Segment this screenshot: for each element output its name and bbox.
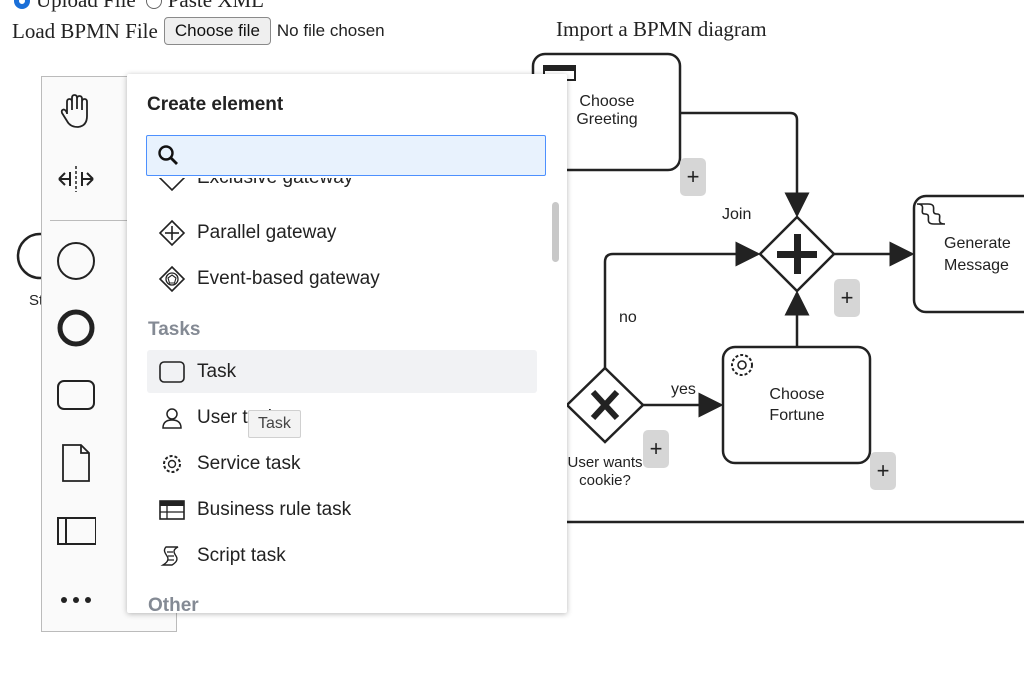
group-heading-tasks: Tasks [148,319,201,340]
import-diagram-title: Import a BPMN diagram [556,17,767,41]
entry-label: Business rule task [197,498,352,520]
choose-fortune-label-2: Fortune [769,407,825,424]
entry-service-task[interactable]: Service task [147,442,537,485]
parallel-marker-icon [777,234,817,274]
entry-label: Script task [197,544,286,566]
entry-script-task[interactable]: Script task [147,534,537,577]
append-button-gateway[interactable]: + [643,430,669,468]
input-mode-radios: Upload File Paste XML [14,0,264,13]
hand-tool-icon[interactable] [56,91,96,131]
entry-label: Parallel gateway [197,221,337,243]
entry-label: Task [197,360,237,382]
entry-business-rule-task[interactable]: Business rule task [147,488,537,531]
entry-event-based-gateway[interactable]: Event-based gateway [147,257,537,300]
append-button-join[interactable]: + [834,279,860,317]
start-event-label: St [29,292,44,309]
append-button-greeting[interactable]: + [680,158,706,196]
radio-upload-indicator[interactable] [14,0,30,9]
service-marker-icon [731,354,753,376]
generate-message-label-2: Message [944,257,1009,274]
task-tooltip: Task [248,410,301,438]
event-based-gateway-icon [147,265,197,293]
group-heading-other: Other [148,595,199,613]
join-label: Join [722,206,752,223]
business-rule-task-icon [147,499,197,521]
start-event-shape[interactable] [0,220,45,310]
entry-label: Event-based gateway [197,267,380,289]
task-icon [147,360,197,384]
radio-paste-xml[interactable]: Paste XML [145,0,264,13]
start-event-icon[interactable] [56,241,96,281]
parallel-gateway-icon [147,219,197,247]
search-input[interactable] [187,142,531,170]
popup-scrollbar[interactable] [552,202,559,262]
load-file-row: Load BPMN File Choose file No file chose… [12,17,385,45]
choose-file-button[interactable]: Choose file [163,17,271,45]
radio-paste-label: Paste XML [167,0,264,12]
space-tool-icon[interactable] [56,159,96,199]
append-button-fortune[interactable]: + [870,452,896,490]
popup-title: Create element [147,94,284,115]
exclusive-gateway-icon [147,178,197,192]
flow-greeting-to-join [680,111,810,218]
file-status-text: No file chosen [276,21,385,40]
entry-exclusive-gateway[interactable]: Exclusive gateway [147,178,537,199]
search-box[interactable] [146,135,546,176]
pool-icon[interactable] [56,511,96,551]
more-tools-icon[interactable] [56,580,96,620]
search-icon [157,144,179,171]
user-task-icon [147,406,197,430]
cookie-label-1: User wants [567,454,643,471]
entry-label: Service task [197,452,301,474]
palette-divider [50,220,178,221]
entry-label: Exclusive gateway [197,178,353,189]
exclusive-marker-icon [590,389,620,421]
entry-parallel-gateway[interactable]: Parallel gateway [147,211,537,254]
radio-upload-label: Upload File [36,0,136,12]
radio-paste-indicator[interactable] [145,0,162,9]
choose-greeting-label: Choose Greeting [576,93,638,128]
load-file-label: Load BPMN File [12,18,158,43]
flow-no-label: no [619,309,637,326]
entry-task[interactable]: Task [147,350,537,393]
data-object-icon[interactable] [56,441,96,485]
end-event-icon[interactable] [56,308,96,348]
choose-fortune-label-1: Choose [769,386,825,403]
create-element-popup: Create element Exclusive gateway Paralle… [127,74,567,613]
radio-upload-file[interactable]: Upload File [14,0,136,13]
task-tool-icon[interactable] [56,375,96,415]
script-task-icon [147,544,197,568]
generate-message-label-1: Generate [944,235,1011,252]
flow-no [603,241,761,368]
popup-list: Exclusive gateway Parallel gateway Event… [127,178,567,613]
flow-yes-label: yes [671,381,696,398]
script-marker-icon [916,203,946,225]
choose-fortune-task[interactable] [721,345,872,465]
generate-message-task[interactable] [912,194,1024,314]
entry-user-task[interactable]: User task [147,396,537,439]
cookie-label-2: cookie? [579,472,631,489]
service-task-icon [147,452,197,476]
